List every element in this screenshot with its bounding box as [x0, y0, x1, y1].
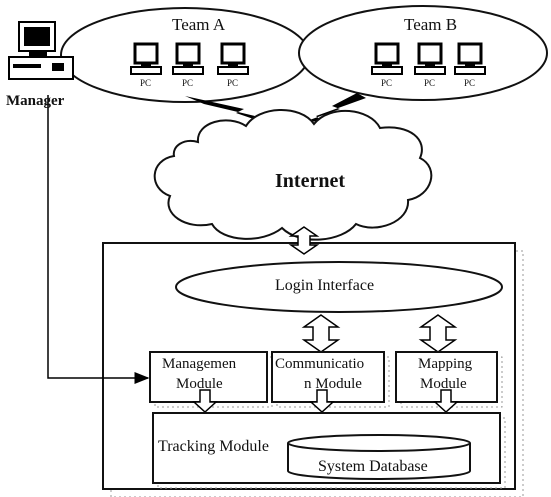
team-b-label: Team B: [404, 15, 458, 34]
management-tracking-arrow-icon: [192, 389, 218, 414]
login-interface-ellipse: [175, 261, 503, 313]
communication-module-line1: Communicatio: [275, 356, 365, 372]
team-b-pc-label: PC: [424, 78, 436, 88]
team-a-pc-label: PC: [227, 78, 239, 88]
team-b-pc-label: PC: [381, 78, 393, 88]
management-module-line2: Module: [176, 376, 223, 392]
mapping-module-line2: Module: [420, 376, 467, 392]
team-a-label: Team A: [172, 15, 226, 34]
system-database-cylinder: [287, 434, 471, 480]
internet-cloud: [153, 109, 433, 241]
team-b-pc-icon: [414, 42, 446, 75]
team-a-pc-label: PC: [182, 78, 194, 88]
team-b-pc-label: PC: [464, 78, 476, 88]
management-module-line1: Managemen: [162, 356, 237, 372]
system-database-label: System Database: [318, 458, 428, 475]
manager-label: Manager: [6, 93, 65, 109]
internet-system-double-arrow-icon: [288, 226, 320, 255]
communication-module-box: [271, 351, 385, 403]
manager-computer-icon: [8, 21, 74, 80]
communication-tracking-arrow-icon: [309, 389, 335, 414]
internet-label: Internet: [275, 170, 345, 192]
manager-connector-arrow: [47, 95, 150, 384]
team-a-pc-icon: [130, 42, 162, 75]
mapping-module-line1: Mapping: [418, 356, 473, 372]
tracking-module-label: Tracking Module: [158, 438, 269, 455]
team-b-pc-icon: [371, 42, 403, 75]
team-b-pc-icon: [454, 42, 486, 75]
team-a-pc-icon: [217, 42, 249, 75]
team-a-link-lightning-icon: [185, 96, 268, 124]
team-a-pc-icon: [172, 42, 204, 75]
team-b-link-lightning-icon: [304, 93, 366, 122]
communication-module-line2: n Module: [304, 376, 362, 392]
team-a-pc-label: PC: [140, 78, 152, 88]
login-interface-label: Login Interface: [275, 277, 375, 294]
mapping-tracking-arrow-icon: [433, 389, 459, 414]
